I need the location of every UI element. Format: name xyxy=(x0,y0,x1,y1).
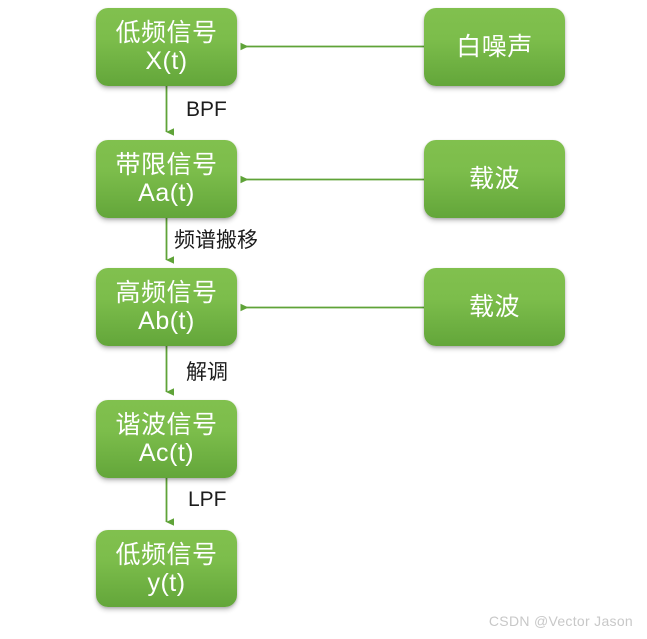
edge-label-demodulation: 解调 xyxy=(186,361,228,384)
node-label-line1: 谐波信号 xyxy=(115,411,218,439)
node-label-line1: 低频信号 xyxy=(115,540,218,569)
node-low-freq-signal-x[interactable]: 低频信号 X(t) xyxy=(96,8,237,86)
node-label-line1: 白噪声 xyxy=(456,33,533,61)
node-label-line1: 带限信号 xyxy=(115,151,218,179)
node-label-line2: X(t) xyxy=(145,47,188,75)
node-carrier-wave-1[interactable]: 载波 xyxy=(424,140,565,218)
node-label-line1: 载波 xyxy=(468,293,520,321)
node-carrier-wave-2[interactable]: 载波 xyxy=(424,268,565,346)
watermark-text: CSDN @Vector Jason xyxy=(488,613,633,629)
edge-label-bpf: BPF xyxy=(186,98,227,121)
node-label-line1: 高频信号 xyxy=(115,279,218,307)
node-label-line2: Ab(t) xyxy=(138,307,195,335)
node-harmonic-signal-ac[interactable]: 谐波信号 Ac(t) xyxy=(96,400,237,478)
node-white-noise[interactable]: 白噪声 xyxy=(424,8,565,86)
node-label-line1: 载波 xyxy=(468,165,520,193)
node-label-line2: y(t) xyxy=(147,568,186,597)
edge-label-lpf: LPF xyxy=(188,488,227,511)
node-label-line2: Ac(t) xyxy=(138,439,195,467)
node-low-freq-signal-y[interactable]: 低频信号 y(t) xyxy=(96,530,237,607)
node-label-line1: 低频信号 xyxy=(115,19,218,47)
node-bandlimited-signal-aa[interactable]: 带限信号 Aa(t) xyxy=(96,140,237,218)
node-label-line2: Aa(t) xyxy=(138,179,195,207)
edge-label-spectrum-shift: 频谱搬移 xyxy=(174,229,258,252)
node-high-freq-signal-ab[interactable]: 高频信号 Ab(t) xyxy=(96,268,237,346)
